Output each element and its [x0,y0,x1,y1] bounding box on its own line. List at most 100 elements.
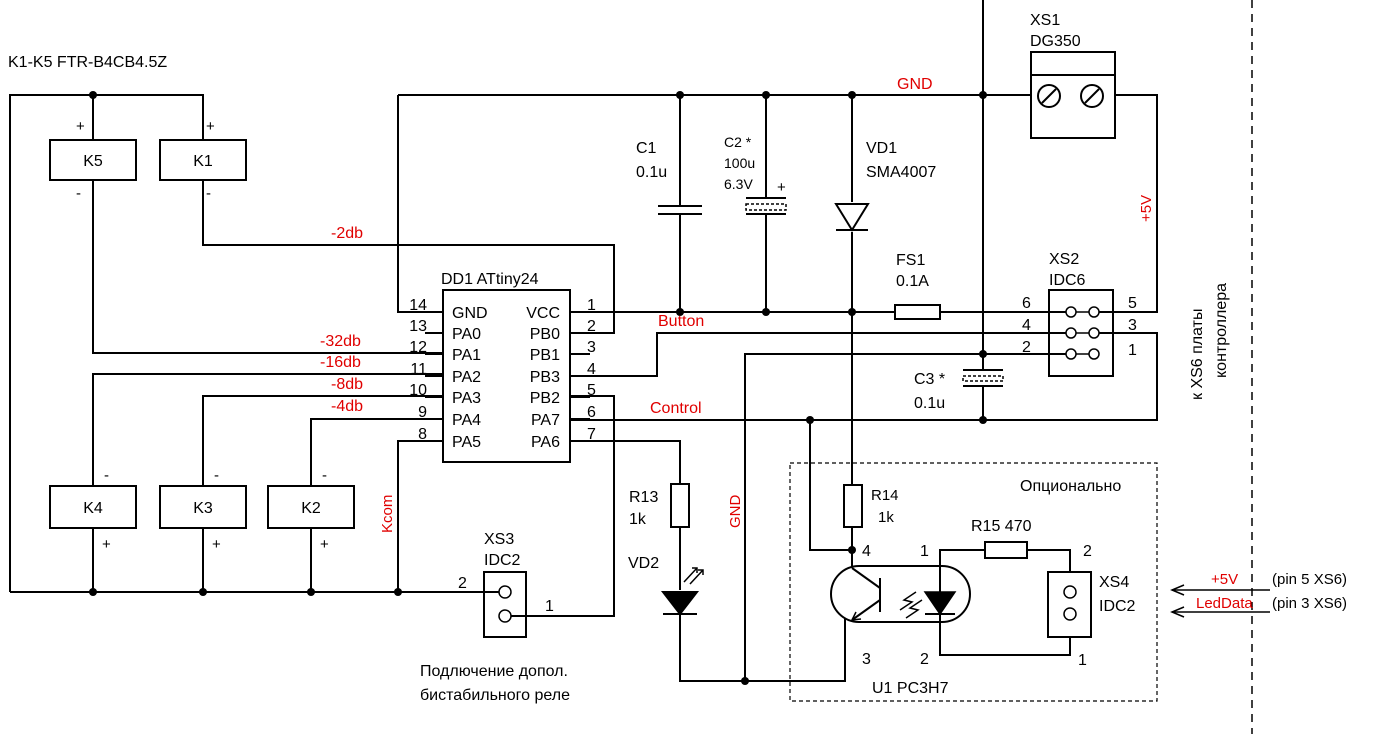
relay-k4-label: K4 [83,500,103,517]
u1-pin-3: 3 [862,651,871,668]
relay-k1-plus: + [206,118,215,135]
capacitor-c1: C1 0.1u [636,140,702,215]
c1-ref: C1 [636,140,657,157]
optocoupler-u1: 4 1 3 2 U1 PC3H7 [830,543,971,697]
c1-value: 0.1u [636,164,667,181]
net-label-gnd-vertical: GND [727,495,744,529]
mcu-pin-num-5: 5 [587,382,596,399]
wires [9,0,1270,682]
mcu-pin-name-pa6: PA6 [531,434,560,451]
vd2-ref: VD2 [628,555,659,572]
xs3-pin-2: 2 [458,575,467,592]
resistor-r13: R13 1k [629,483,690,528]
fs1-ref: FS1 [896,252,925,269]
input-pin5-xs6: (pin 5 XS6) [1272,571,1347,588]
net-label-kcom: Kcom [379,495,396,533]
relay-k2-minus: - [322,467,327,484]
fs1-value: 0.1A [896,273,929,290]
mcu-pin-name-pa7: PA7 [531,412,560,429]
xs2-pin-1: 1 [1128,342,1137,359]
relay-k3-minus: - [214,467,219,484]
relay-k1-minus: - [206,185,211,202]
optional-label: Опционально [1020,478,1121,495]
led-vd2: VD2 [628,555,704,616]
relay-k1-label: K1 [193,153,213,170]
connector-xs3: XS3 IDC2 2 1 [458,531,554,638]
connector-xs4: XS4 IDC2 2 1 [1047,543,1136,669]
mcu-pin-name-gnd: GND [452,305,488,322]
net-label-8db: -8db [331,376,363,393]
mcu-pin-name-pb3: PB3 [530,369,560,386]
junctions [89,91,987,685]
xs3-pin-1: 1 [545,598,554,615]
mcu-pin-num-11: 11 [410,361,427,378]
u1-label: U1 PC3H7 [872,680,949,697]
mcu-pin-name-pa0: PA0 [452,326,481,343]
xs2-pin-3: 3 [1128,317,1137,334]
mcu-pin-num-6: 6 [587,404,596,421]
net-label-button: Button [658,313,704,330]
c2-ref: C2 * [724,134,752,150]
relay-k5-plus: + [76,118,85,135]
relay-k1: K1 + - [159,118,247,202]
vd1-ref: VD1 [866,140,897,157]
r13-ref: R13 [629,489,658,506]
net-label-gnd: GND [897,76,933,93]
relay-k2-label: K2 [301,500,321,517]
c3-value: 0.1u [914,395,945,412]
relay-k5: K5 + - [49,118,137,202]
xs2-pin-2: 2 [1022,339,1031,356]
mcu-pin-num-9: 9 [418,404,427,421]
c2-value: 100u [724,155,755,171]
mcu-pin-name-pa5: PA5 [452,434,481,451]
mcu-pin-num-7: 7 [587,426,596,443]
xs4-pin-2: 2 [1083,543,1092,560]
mcu-pin-num-3: 3 [587,339,596,356]
net-label-4db: -4db [331,398,363,415]
extra-relay-note-line1: Подлючение допол. [420,663,568,680]
xs6-note-line1: к XS6 платы [1189,308,1206,400]
mcu-pin-name-pb2: PB2 [530,390,560,407]
relay-k4-minus: - [104,467,109,484]
r14-ref: R14 [871,487,899,504]
mcu-name: DD1 ATtiny24 [441,271,539,288]
mcu-pin-num-10: 10 [409,382,427,399]
diode-vd1: VD1 SMA4007 [834,140,936,232]
fuse-fs1: FS1 0.1A [894,252,941,320]
resistor-r15: R15 470 [971,518,1032,559]
xs6-note-line2: контроллера [1213,283,1230,378]
mcu-pin-name-pb0: PB0 [530,326,560,343]
xs2-pin-6: 6 [1022,295,1031,312]
input-pin3-xs6: (pin 3 XS6) [1272,595,1347,612]
relay-k2: K2 - + [267,467,355,553]
u1-pin-4: 4 [862,543,871,560]
r15-label: R15 470 [971,518,1032,535]
connector-xs1: XS1 DG350 [1030,12,1116,139]
mcu-pin-name-pa4: PA4 [452,412,481,429]
mcu-pin-num-14: 14 [409,297,427,314]
c3-ref: C3 * [914,371,945,388]
net-label-control: Control [650,400,702,417]
u1-pin-1: 1 [920,543,929,560]
relay-k3-plus: + [212,536,221,553]
mcu-pin-name-pa2: PA2 [452,369,481,386]
relay-k5-label: K5 [83,153,103,170]
xs2-pin-5: 5 [1128,295,1137,312]
resistor-r14: R14 1k [843,484,899,528]
optional-region-border [789,462,1158,702]
r14-value: 1k [878,509,894,526]
mcu-pin-num-2: 2 [587,318,596,335]
mcu-pin-name-pa3: PA3 [452,390,481,407]
net-label-5v: +5V [1138,195,1155,222]
mcu-pin-num-8: 8 [418,426,427,443]
xs4-ref: XS4 [1099,574,1129,591]
capacitor-c3: C3 * 0.1u [914,369,1004,412]
r13-value: 1k [629,511,647,528]
extra-relay-note-line2: бистабильного реле [420,687,570,704]
relay-k5-minus: - [76,185,81,202]
xs2-pin-4: 4 [1022,317,1031,334]
relay-k4-plus: + [102,536,111,553]
xs1-ref: XS1 [1030,12,1060,29]
